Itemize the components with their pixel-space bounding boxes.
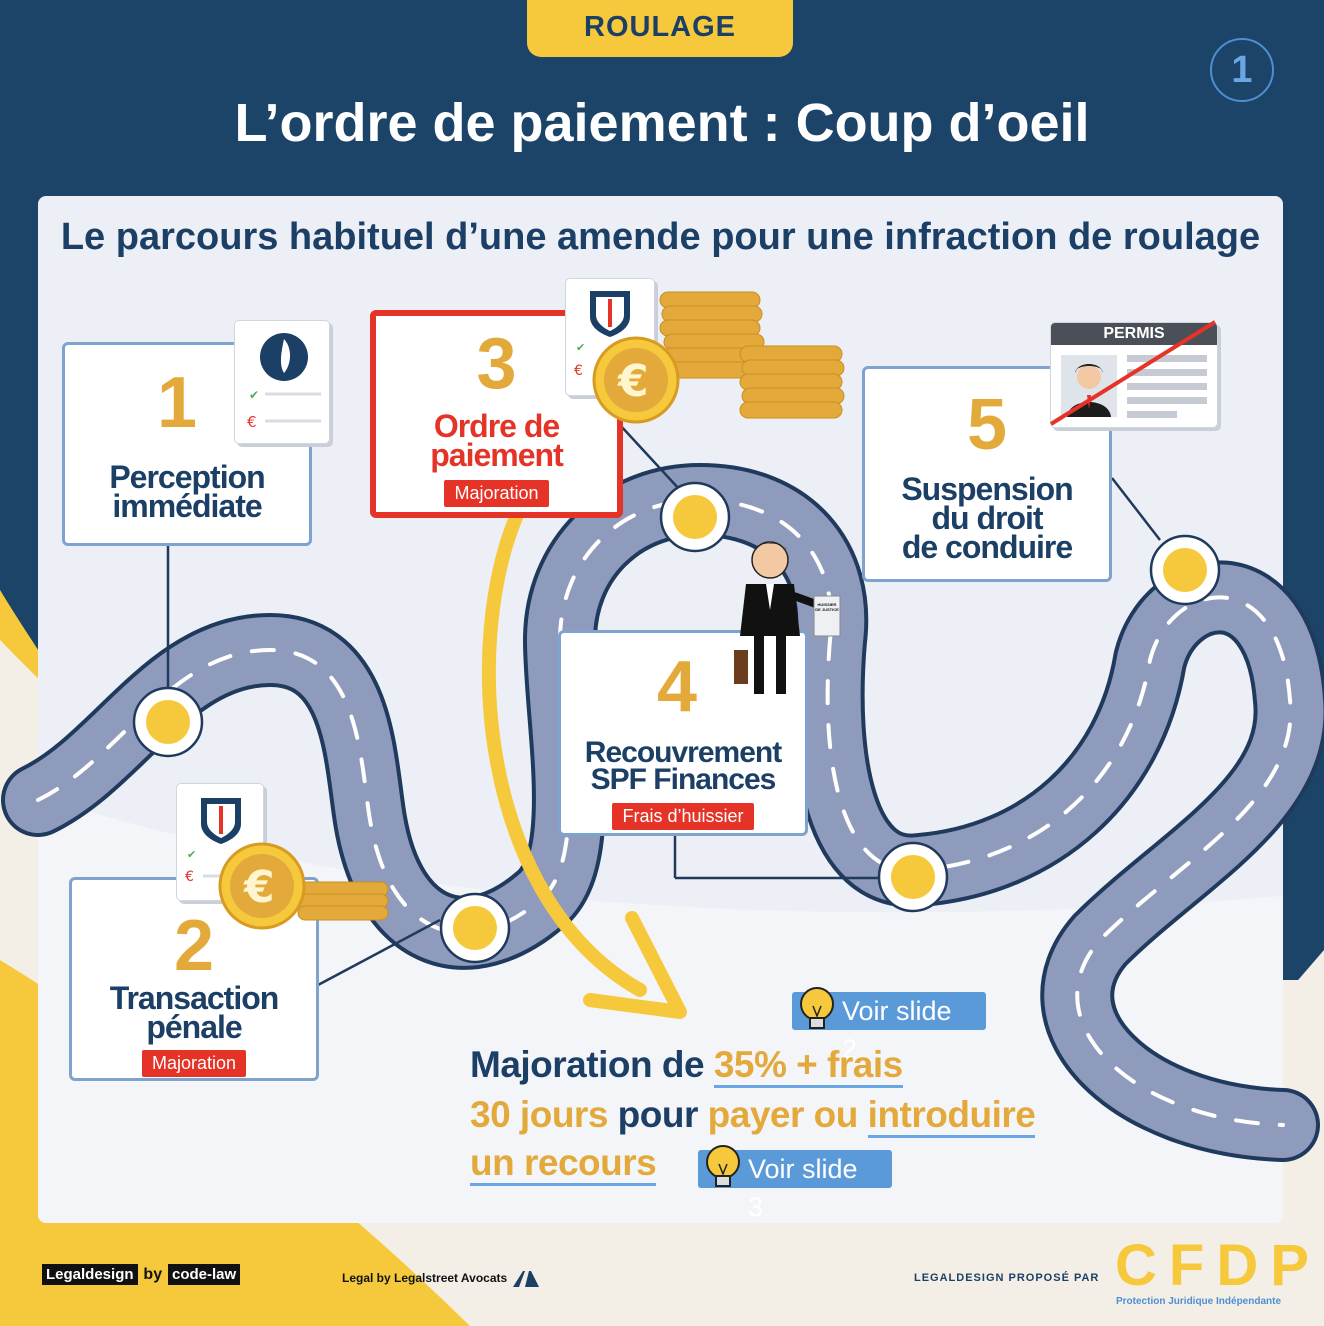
step-4-number: 4 xyxy=(656,647,698,727)
svg-text:✔: ✔ xyxy=(576,341,585,354)
footer-propose: LEGALDESIGN PROPOSÉ PAR xyxy=(914,1272,1100,1284)
permis-label: PERMIS xyxy=(1051,323,1217,345)
svg-text:✔: ✔ xyxy=(249,388,259,402)
tip-slide-2[interactable]: Voir slide 2 xyxy=(792,987,986,1064)
step-3-label-line1: Ordre de xyxy=(433,408,560,444)
step-2-label-line2: pénale xyxy=(146,1008,242,1045)
cfdp-logo: CFDP xyxy=(1115,1233,1321,1298)
summary-line-1: Majoration de 35% + frais xyxy=(470,1044,903,1088)
permis-card: PERMIS xyxy=(1050,322,1218,428)
lightbulb-icon xyxy=(800,987,834,1029)
tip-slide-2-label: Voir slide 2 xyxy=(842,996,952,1064)
cfdp-tagline: Protection Juridique Indépendante xyxy=(1116,1296,1282,1307)
step-3-number: 3 xyxy=(476,324,517,404)
step-4-card: 4 Recouvrement SPF Finances Frais d’huis… xyxy=(558,630,808,836)
summary-line-1-a: Majoration de xyxy=(470,1044,714,1085)
step-3-badge: Majoration xyxy=(444,479,549,507)
step-1-card: 1 Perception immédiate xyxy=(62,342,312,546)
cross-out-line xyxy=(1049,320,1217,426)
huissier-paper-label: HUISSIER DE JUSTICE xyxy=(815,602,839,612)
codelaw-logo: code-law xyxy=(167,1264,241,1285)
page-title: L’ordre de paiement : Coup d’oeil xyxy=(234,93,1090,153)
step-1-label-line1: Perception xyxy=(109,459,265,495)
summary-line-2-b: pour xyxy=(607,1094,708,1135)
footer-by: by xyxy=(143,1266,163,1283)
step-5-number: 5 xyxy=(966,385,1008,465)
coin-stacks-icon: € xyxy=(592,291,845,424)
legalstreet-text: Legal by Legalstreet Avocats xyxy=(342,1271,508,1286)
summary-line-2: 30 jours pour payer ou introduire xyxy=(470,1094,1036,1138)
diagram-subtitle: Le parcours habituel d’une amende pour u… xyxy=(60,216,1261,258)
summary-line-1-b: 35% + frais xyxy=(713,1044,903,1088)
step-5-label-line1: Suspension xyxy=(901,471,1073,507)
footer-legaldesign: Legaldesign by code-law xyxy=(42,1264,241,1285)
footer-legalstreet: Legal by Legalstreet Avocats xyxy=(342,1270,541,1288)
category-tag: ROULAGE xyxy=(527,0,793,57)
lightbulb-icon xyxy=(706,1145,740,1187)
legaldesign-logo: Legaldesign xyxy=(42,1264,138,1285)
step-5-label-line2: du droit xyxy=(931,499,1043,536)
summary-line-3-a: un recours xyxy=(470,1142,657,1186)
step-1-label-line2: immédiate xyxy=(112,487,262,524)
legalstreet-logo-icon xyxy=(512,1271,539,1287)
svg-text:€: € xyxy=(185,869,194,885)
court-document-icon-2: ✔ € xyxy=(565,278,655,396)
svg-text:€: € xyxy=(574,363,583,379)
tip-slide-3-label: Voir slide 3 xyxy=(748,1154,858,1222)
slide-number: 1 xyxy=(1210,38,1274,102)
bailiff-figure xyxy=(734,541,841,694)
coins-icon: € xyxy=(218,842,389,930)
summary-line-2-a: 30 jours xyxy=(470,1094,608,1135)
step-4-label-line1: Recouvrement xyxy=(584,736,782,769)
svg-text:€: € xyxy=(243,862,275,913)
step-5-label-line3: de conduire xyxy=(901,528,1073,565)
summary-line-2-d: introduire xyxy=(867,1094,1036,1138)
police-document-icon: ✔ € xyxy=(234,320,330,444)
svg-text:€: € xyxy=(247,413,257,431)
step-2-number: 2 xyxy=(173,906,215,986)
step-3-label-line2: paiement xyxy=(430,436,563,473)
step-4-badge: Frais d’huissier xyxy=(612,803,754,830)
summary-line-3: un recours xyxy=(470,1142,657,1186)
summary-line-2-c: payer ou xyxy=(707,1094,868,1135)
step-4-label-line2: SPF Finances xyxy=(590,763,777,796)
step-2-badge: Majoration xyxy=(141,1049,247,1077)
svg-text:✔: ✔ xyxy=(187,848,196,861)
tip-slide-3[interactable]: Voir slide 3 xyxy=(698,1145,892,1222)
step-2-label-line1: Transaction xyxy=(109,980,280,1016)
step-1-number: 1 xyxy=(156,363,198,443)
svg-text:€: € xyxy=(617,356,649,407)
